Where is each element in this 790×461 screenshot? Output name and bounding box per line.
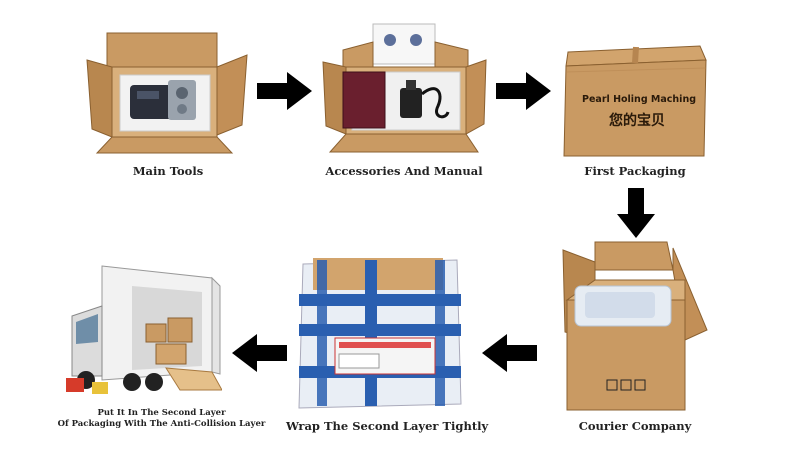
step-courier xyxy=(555,240,715,416)
step-first-packaging: Pearl Holing Maching 您的宝贝 xyxy=(560,42,710,160)
left-arrow-icon xyxy=(232,334,287,372)
right-arrow-icon xyxy=(257,72,312,110)
caption-wrap: Wrap The Second Layer Tightly xyxy=(286,419,489,433)
box-print-en: Pearl Holing Maching xyxy=(582,94,697,105)
right-arrow-icon xyxy=(496,72,551,110)
delivery-truck-image xyxy=(66,265,222,394)
caption-truck-line2: Of Packaging With The Anti-Collision Lay… xyxy=(57,419,266,429)
left-arrow-icon xyxy=(482,334,537,372)
step-main-tools xyxy=(82,25,252,160)
down-arrow-icon xyxy=(617,188,655,238)
box-print-cn: 您的宝贝 xyxy=(609,113,665,129)
open-box-with-accessories-image xyxy=(322,23,487,153)
caption-accessories: Accessories And Manual xyxy=(325,164,483,178)
caption-first-packaging: First Packaging xyxy=(584,164,686,178)
caption-truck: Put It In The Second Layer Of Packaging … xyxy=(54,408,269,430)
step-accessories xyxy=(318,22,490,160)
caption-truck-line1: Put It In The Second Layer xyxy=(97,408,226,418)
open-courier-box-image xyxy=(562,241,708,411)
step-truck xyxy=(62,262,222,402)
step-wrap xyxy=(295,254,467,414)
caption-courier: Courier Company xyxy=(578,419,692,433)
closed-box-image xyxy=(563,45,707,157)
caption-main-tools: Main Tools xyxy=(132,164,204,178)
taped-package-image xyxy=(298,258,462,409)
open-box-with-machine-image xyxy=(86,32,248,154)
